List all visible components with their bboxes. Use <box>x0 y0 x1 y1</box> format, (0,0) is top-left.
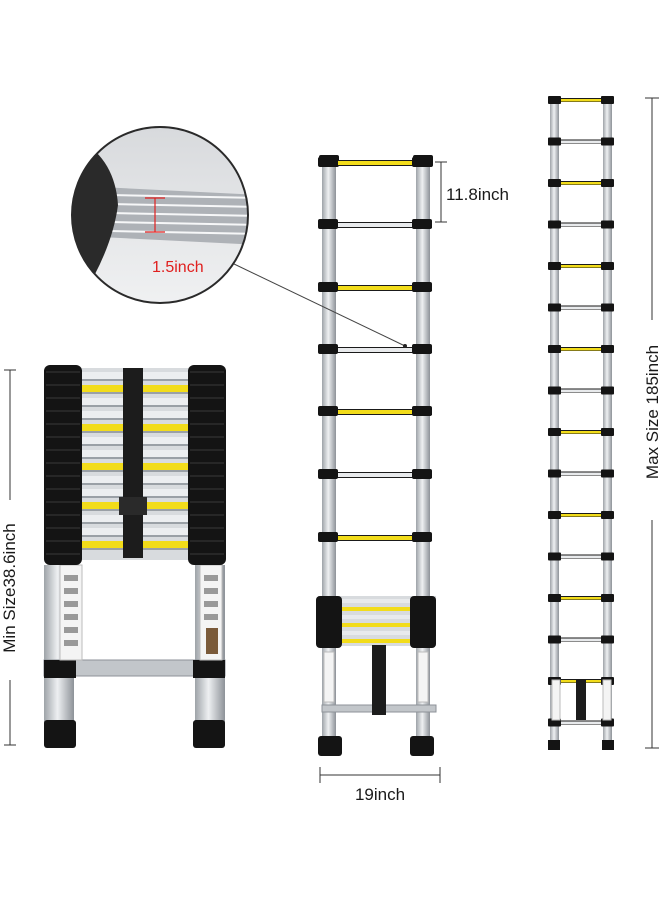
rung-collar <box>412 344 432 354</box>
rung-collar <box>412 469 432 479</box>
right-foot <box>602 740 614 750</box>
rung-tread <box>336 161 416 165</box>
stacked-rung <box>342 631 410 635</box>
rung-collar <box>412 219 432 229</box>
rung-tread <box>560 306 603 309</box>
rung-collar <box>601 594 614 602</box>
rung-thickness-label: 1.5inch <box>152 259 204 276</box>
strap <box>372 645 386 715</box>
rung-collar <box>601 262 614 270</box>
rung-collar <box>318 406 338 416</box>
rung-tread <box>560 721 603 724</box>
rung-collar <box>601 220 614 229</box>
width-dimension: 19inch <box>319 767 441 804</box>
rung-spacing-label: 11.8inch <box>446 185 509 204</box>
rung-collar <box>548 594 561 602</box>
rung-collar <box>601 96 614 104</box>
rung-collar <box>548 552 561 561</box>
rung-collar <box>548 220 561 229</box>
rung-collar <box>548 511 561 519</box>
rung-collar <box>548 262 561 270</box>
rung-tread <box>560 182 603 185</box>
min-size-label: Min Size38.6inch <box>0 523 19 652</box>
rung-collar <box>601 428 614 436</box>
left-foot <box>548 740 560 750</box>
rung-collar <box>412 406 432 416</box>
stacked-rung <box>342 607 410 611</box>
width-label: 19inch <box>355 785 405 804</box>
rung-collar <box>318 344 338 354</box>
rung-collar <box>412 282 432 292</box>
left-foot <box>44 720 76 748</box>
rung-thickness-marker <box>145 197 165 233</box>
rung-collar <box>548 635 561 644</box>
collapsed-ladder: Min Size38.6inch <box>0 365 226 748</box>
rung-tread <box>560 597 603 600</box>
max-size-label: Max Size 185inch <box>643 345 660 479</box>
rung-collar <box>601 179 614 187</box>
stacked-rung <box>342 623 410 627</box>
rung-collar <box>412 157 432 167</box>
rung-collar <box>318 532 338 542</box>
rung-collar <box>548 469 561 478</box>
rung-collar <box>601 469 614 478</box>
strap <box>576 680 586 720</box>
extended-ladder-full: Max Size 185inch <box>548 96 660 750</box>
rung-tread <box>560 555 603 558</box>
rung-tread <box>560 389 603 392</box>
rung-tread <box>560 431 603 434</box>
stacked-rung <box>342 639 410 643</box>
rung-collar <box>601 386 614 395</box>
rung-collar <box>601 303 614 312</box>
rung-tread <box>336 223 416 227</box>
strap <box>123 368 143 558</box>
stacked-rung <box>342 599 410 603</box>
rung-tread <box>560 514 603 517</box>
rung-collar <box>601 137 614 146</box>
rung-collar <box>318 282 338 292</box>
rung-tread <box>560 348 603 351</box>
left-foot <box>318 736 342 756</box>
rung-tread <box>336 473 416 477</box>
min-size-dimension: Min Size38.6inch <box>0 369 20 746</box>
max-size-dimension: Max Size 185inch <box>642 97 660 749</box>
rung-collar <box>548 96 561 104</box>
rung-tread <box>336 348 416 352</box>
rung-collar <box>601 552 614 561</box>
rung-collar <box>548 345 561 353</box>
rung-collar <box>318 219 338 229</box>
rung-collar <box>601 345 614 353</box>
rung-collar <box>601 635 614 644</box>
extended-ladder-middle: 11.8inch 19inch <box>316 155 509 804</box>
rung-detail-magnifier: 1.5inch <box>71 126 407 348</box>
rung-spacing-dimension: 11.8inch <box>435 161 509 223</box>
rung-collar <box>601 511 614 519</box>
strap-buckle <box>119 497 147 515</box>
rung-collar <box>548 428 561 436</box>
rung-collar <box>318 157 338 167</box>
rung-collar <box>548 179 561 187</box>
rung-collar <box>318 469 338 479</box>
magnifier-circle-icon <box>71 126 249 304</box>
right-foot <box>193 720 225 748</box>
rung-collar <box>548 386 561 395</box>
rung-collar <box>412 532 432 542</box>
rung-collar <box>548 137 561 146</box>
rung-tread <box>560 140 603 143</box>
rung-tread <box>560 638 603 641</box>
collapsed-rung-stack <box>44 365 226 565</box>
rung-tread <box>560 472 603 475</box>
rung-tread <box>336 286 416 290</box>
rung-tread <box>560 265 603 268</box>
rung-tread <box>560 99 603 102</box>
right-foot <box>410 736 434 756</box>
rung-collar <box>548 303 561 312</box>
rung-tread <box>336 410 416 414</box>
rung-tread <box>336 536 416 540</box>
stacked-rung <box>342 615 410 619</box>
rung-tread <box>560 223 603 226</box>
